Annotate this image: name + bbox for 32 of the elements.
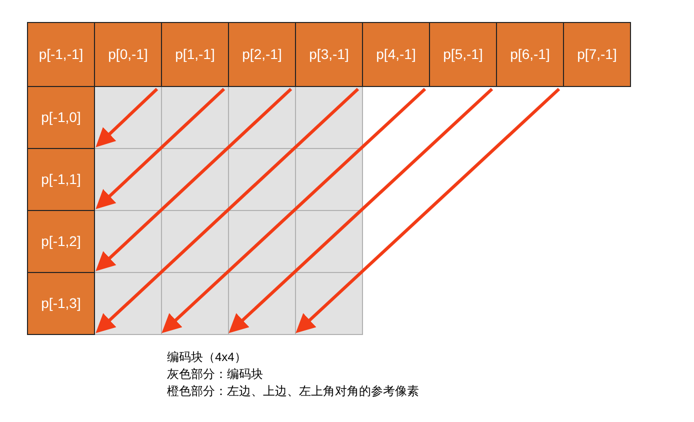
cell-label: p[1,-1] bbox=[175, 45, 215, 64]
note-text: 灰色部分：编码块 bbox=[167, 366, 264, 383]
pixel-cell bbox=[94, 22, 162, 87]
pixel-cell bbox=[27, 148, 95, 211]
arrow bbox=[228, 88, 494, 334]
pixel-cell bbox=[362, 22, 430, 87]
cell-label: p[-1,-1] bbox=[38, 45, 84, 64]
note-text: 编码块（4x4） bbox=[167, 349, 248, 366]
cell-label: p[3,-1] bbox=[309, 45, 349, 64]
pixel-cell bbox=[27, 22, 95, 87]
pixel-cell bbox=[27, 86, 95, 149]
pixel-cell bbox=[228, 22, 296, 87]
cell-label: p[0,-1] bbox=[108, 45, 148, 64]
cell-label: p[6,-1] bbox=[510, 45, 550, 64]
cell-label: p[-1,2] bbox=[41, 232, 81, 251]
arrow bbox=[296, 88, 560, 334]
cell-label: p[2,-1] bbox=[242, 45, 282, 64]
cell-label: p[-1,1] bbox=[41, 170, 81, 189]
cell-label: p[4,-1] bbox=[376, 45, 416, 64]
pixel-cell bbox=[496, 22, 564, 87]
cell-label: p[5,-1] bbox=[443, 45, 483, 64]
cell-label: p[-1,0] bbox=[41, 108, 81, 127]
pixel-cell bbox=[27, 272, 95, 335]
arrow bbox=[162, 88, 426, 334]
pixel-cell bbox=[429, 22, 497, 87]
pixel-cell bbox=[27, 210, 95, 273]
pixel-cell bbox=[563, 22, 631, 87]
cell-label: p[7,-1] bbox=[577, 45, 617, 64]
note-text: 橙色部分：左边、上边、左上角对角的参考像素 bbox=[167, 383, 419, 400]
pixel-cell bbox=[161, 22, 229, 87]
cell-label: p[-1,3] bbox=[41, 294, 81, 313]
pixel-cell bbox=[295, 22, 363, 87]
